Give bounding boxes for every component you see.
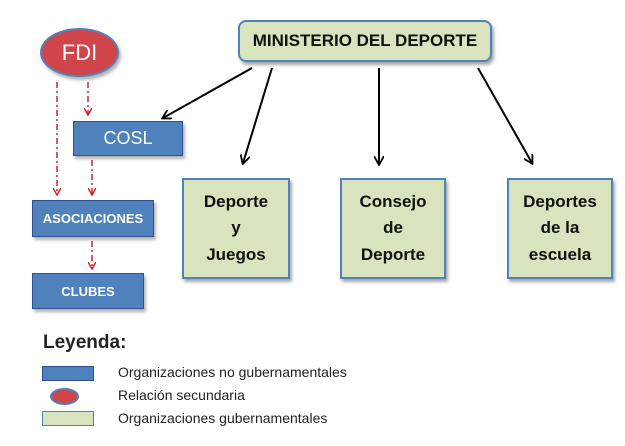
asociaciones-node: ASOCIACIONES (32, 200, 154, 237)
arrow-ministerio-to-deporte-juegos (243, 67, 273, 163)
ministerio-del-deporte-node: MINISTERIO DEL DEPORTE (238, 20, 492, 62)
consejo-line-1: Consejo (359, 191, 427, 211)
deporte-juegos-line-1: Deporte (203, 191, 269, 211)
consejo-line-2: de (383, 218, 403, 238)
clubes-node: CLUBES (32, 273, 144, 309)
escuela-line-2: de la (540, 218, 580, 238)
legend-item-government: Organizaciones gubernamentales (118, 410, 328, 426)
deportes-de-la-escuela-node: Deportes de la escuela (507, 178, 613, 279)
legend-item-non-government: Organizaciones no gubernamentales (118, 364, 347, 380)
cosl-node: COSL (73, 121, 183, 156)
escuela-line-1: Deportes (523, 191, 597, 211)
fdi-label: FDI (61, 39, 98, 65)
fdi-node: FDI (40, 28, 119, 77)
legend-blue-rectangle-icon (42, 366, 94, 381)
ministerio-label: MINISTERIO DEL DEPORTE (252, 30, 478, 50)
arrow-ministerio-to-cosl (163, 67, 253, 118)
legend-green-rectangle-icon (42, 411, 94, 426)
clubes-label: CLUBES (61, 283, 115, 299)
escuela-line-3: escuela (528, 244, 592, 264)
deporte-juegos-line-3: Juegos (206, 244, 266, 264)
legend-title: Leyenda: (43, 332, 127, 353)
consejo-line-3: Deporte (360, 244, 426, 264)
cosl-label: COSL (103, 128, 153, 148)
asociaciones-label: ASOCIACIONES (42, 211, 144, 226)
arrow-ministerio-to-escuela (477, 67, 532, 163)
consejo-de-deporte-node: Consejo de Deporte (340, 178, 446, 279)
legend-item-secondary-relation: Relación secundaria (118, 387, 245, 403)
legend-red-ellipse-icon (50, 388, 79, 405)
deporte-juegos-line-2: y (231, 218, 241, 238)
deporte-y-juegos-node: Deporte y Juegos (182, 178, 290, 279)
